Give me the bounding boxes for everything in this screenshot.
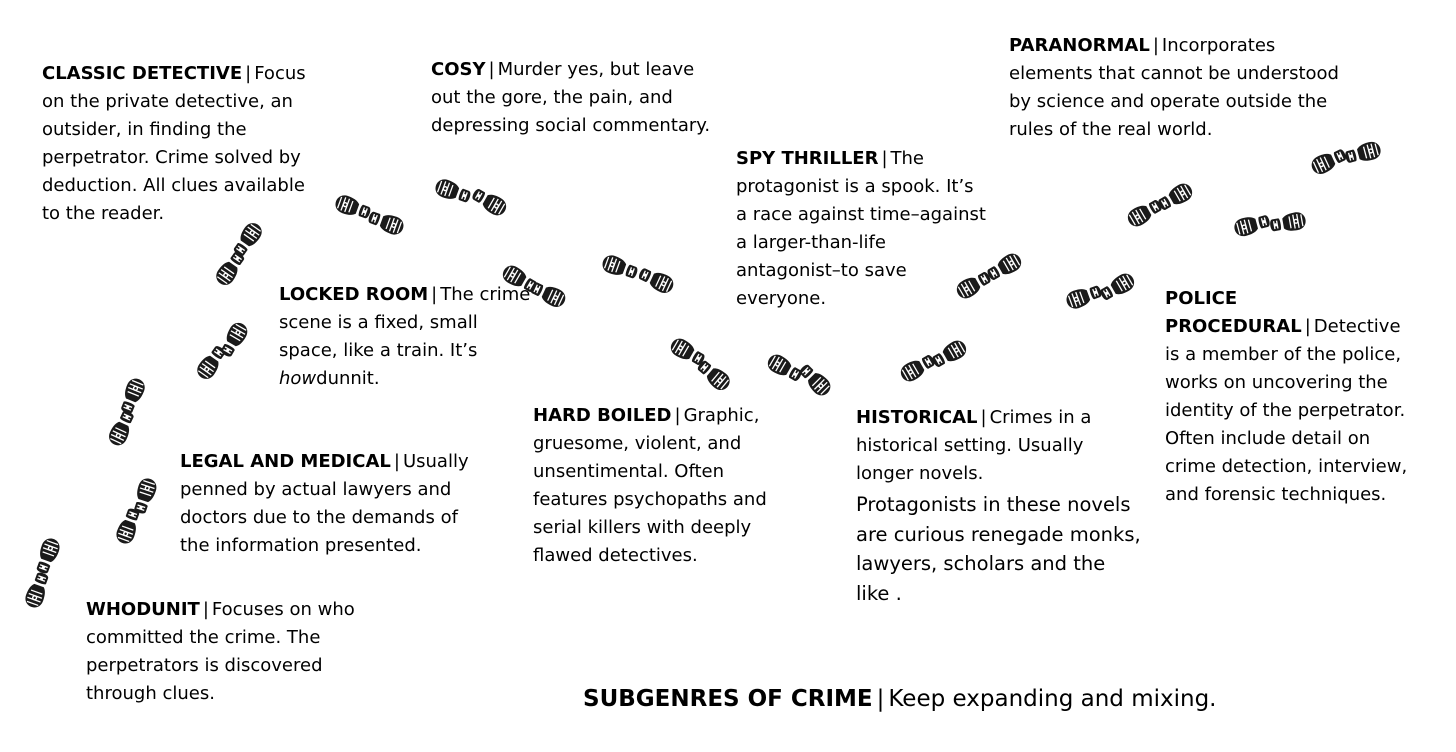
whodunit-card: WHODUNIT|Focuses on who committed the cr…: [86, 596, 361, 708]
shoe-print-icon: [1096, 269, 1139, 305]
classic-detective-card: CLASSIC DETECTIVE|Focus on the private d…: [42, 60, 327, 228]
shoe-print-icon: [599, 252, 641, 283]
genre-description: Graphic, gruesome, violent, and unsentim…: [533, 405, 767, 566]
shoe-print-icon: [896, 350, 939, 386]
separator: |: [1152, 35, 1159, 56]
genre-name: POLICE PROCEDURAL: [1165, 288, 1302, 337]
genre-description-end: dunnit.: [316, 368, 380, 389]
separator: |: [245, 63, 252, 84]
genre-name: LOCKED ROOM: [279, 284, 429, 305]
genre-name: WHODUNIT: [86, 599, 200, 620]
shoe-print-icon: [763, 350, 806, 386]
genre-emphasis: how: [279, 368, 317, 389]
genre-description-extra: Protagonists in these novels are curious…: [856, 493, 1141, 605]
genre-name: LEGAL AND MEDICAL: [180, 451, 391, 472]
shoe-print-icon: [928, 336, 971, 372]
shoe-print-icon: [22, 569, 53, 611]
shoe-print-icon: [105, 407, 139, 449]
genre-description: Focus on the private detective, an outsi…: [42, 63, 306, 224]
genre-description: Focuses on who committed the crime. The …: [86, 599, 355, 704]
genre-name: SPY THRILLER: [736, 148, 879, 169]
spy-thriller-card: SPY THRILLER|The protagonist is a spook.…: [736, 145, 988, 313]
shoe-print-icon: [1308, 144, 1350, 178]
genre-description: Incorporates elements that cannot be und…: [1009, 35, 1339, 140]
separator: |: [674, 405, 681, 426]
shoe-print-icon: [795, 360, 835, 400]
shoe-print-icon: [468, 184, 511, 220]
genre-description: Detective is a member of the police, wor…: [1165, 316, 1408, 505]
shoe-print-icon: [129, 475, 160, 517]
genre-description: Crimes in a historical setting. Usually …: [856, 407, 1092, 484]
title-name: SUBGENRES OF CRIME: [583, 686, 873, 712]
paranormal-card: PARANORMAL|Incorporates elements that ca…: [1009, 32, 1359, 144]
separator: |: [202, 599, 209, 620]
genre-description: Usually penned by actual lawyers and doc…: [180, 451, 469, 556]
separator: |: [881, 148, 888, 169]
title-separator: |: [876, 686, 885, 712]
shoe-print-icon: [635, 263, 677, 297]
shoe-print-icon: [332, 192, 374, 223]
locked-room-card: LOCKED ROOM|The crime scene is a fixed, …: [279, 281, 537, 393]
historical-lead: HISTORICAL|Crimes in a historical settin…: [856, 404, 1141, 488]
genre-description: The protagonist is a spook. It’s a race …: [736, 148, 986, 309]
genre-name: HARD BOILED: [533, 405, 672, 426]
shoe-print-icon: [1231, 210, 1273, 239]
shoe-print-icon: [32, 535, 63, 577]
genre-name: CLASSIC DETECTIVE: [42, 63, 243, 84]
shoe-print-icon: [432, 176, 474, 207]
diagram-title: SUBGENRES OF CRIME|Keep expanding and mi…: [583, 683, 1217, 715]
genre-name: COSY: [431, 59, 486, 80]
cosy-card: COSY|Murder yes, but leave out the gore,…: [431, 56, 726, 140]
shoe-print-icon: [365, 207, 407, 238]
separator: |: [980, 407, 987, 428]
historical-card: HISTORICAL|Crimes in a historical settin…: [856, 404, 1141, 608]
genre-description: The crime scene is a fixed, small space,…: [279, 284, 531, 361]
police-procedural-card: POLICE PROCEDURAL|Detective is a member …: [1165, 285, 1420, 509]
hard-boiled-card: HARD BOILED|Graphic, gruesome, violent, …: [533, 402, 795, 570]
genre-description: Murder yes, but leave out the gore, the …: [431, 59, 711, 136]
shoe-print-icon: [1268, 210, 1308, 236]
genre-name: PARANORMAL: [1009, 35, 1150, 56]
separator: |: [393, 451, 400, 472]
title-subtitle: Keep expanding and mixing.: [888, 686, 1217, 712]
legal-and-medical-card: LEGAL AND MEDICAL|Usually penned by actu…: [180, 448, 490, 560]
shoe-print-icon: [983, 249, 1026, 285]
separator: |: [1304, 316, 1311, 337]
genre-name: HISTORICAL: [856, 407, 978, 428]
shoe-print-icon: [116, 375, 149, 417]
separator: |: [488, 59, 495, 80]
shoe-print-icon: [1063, 281, 1105, 312]
separator: |: [431, 284, 438, 305]
